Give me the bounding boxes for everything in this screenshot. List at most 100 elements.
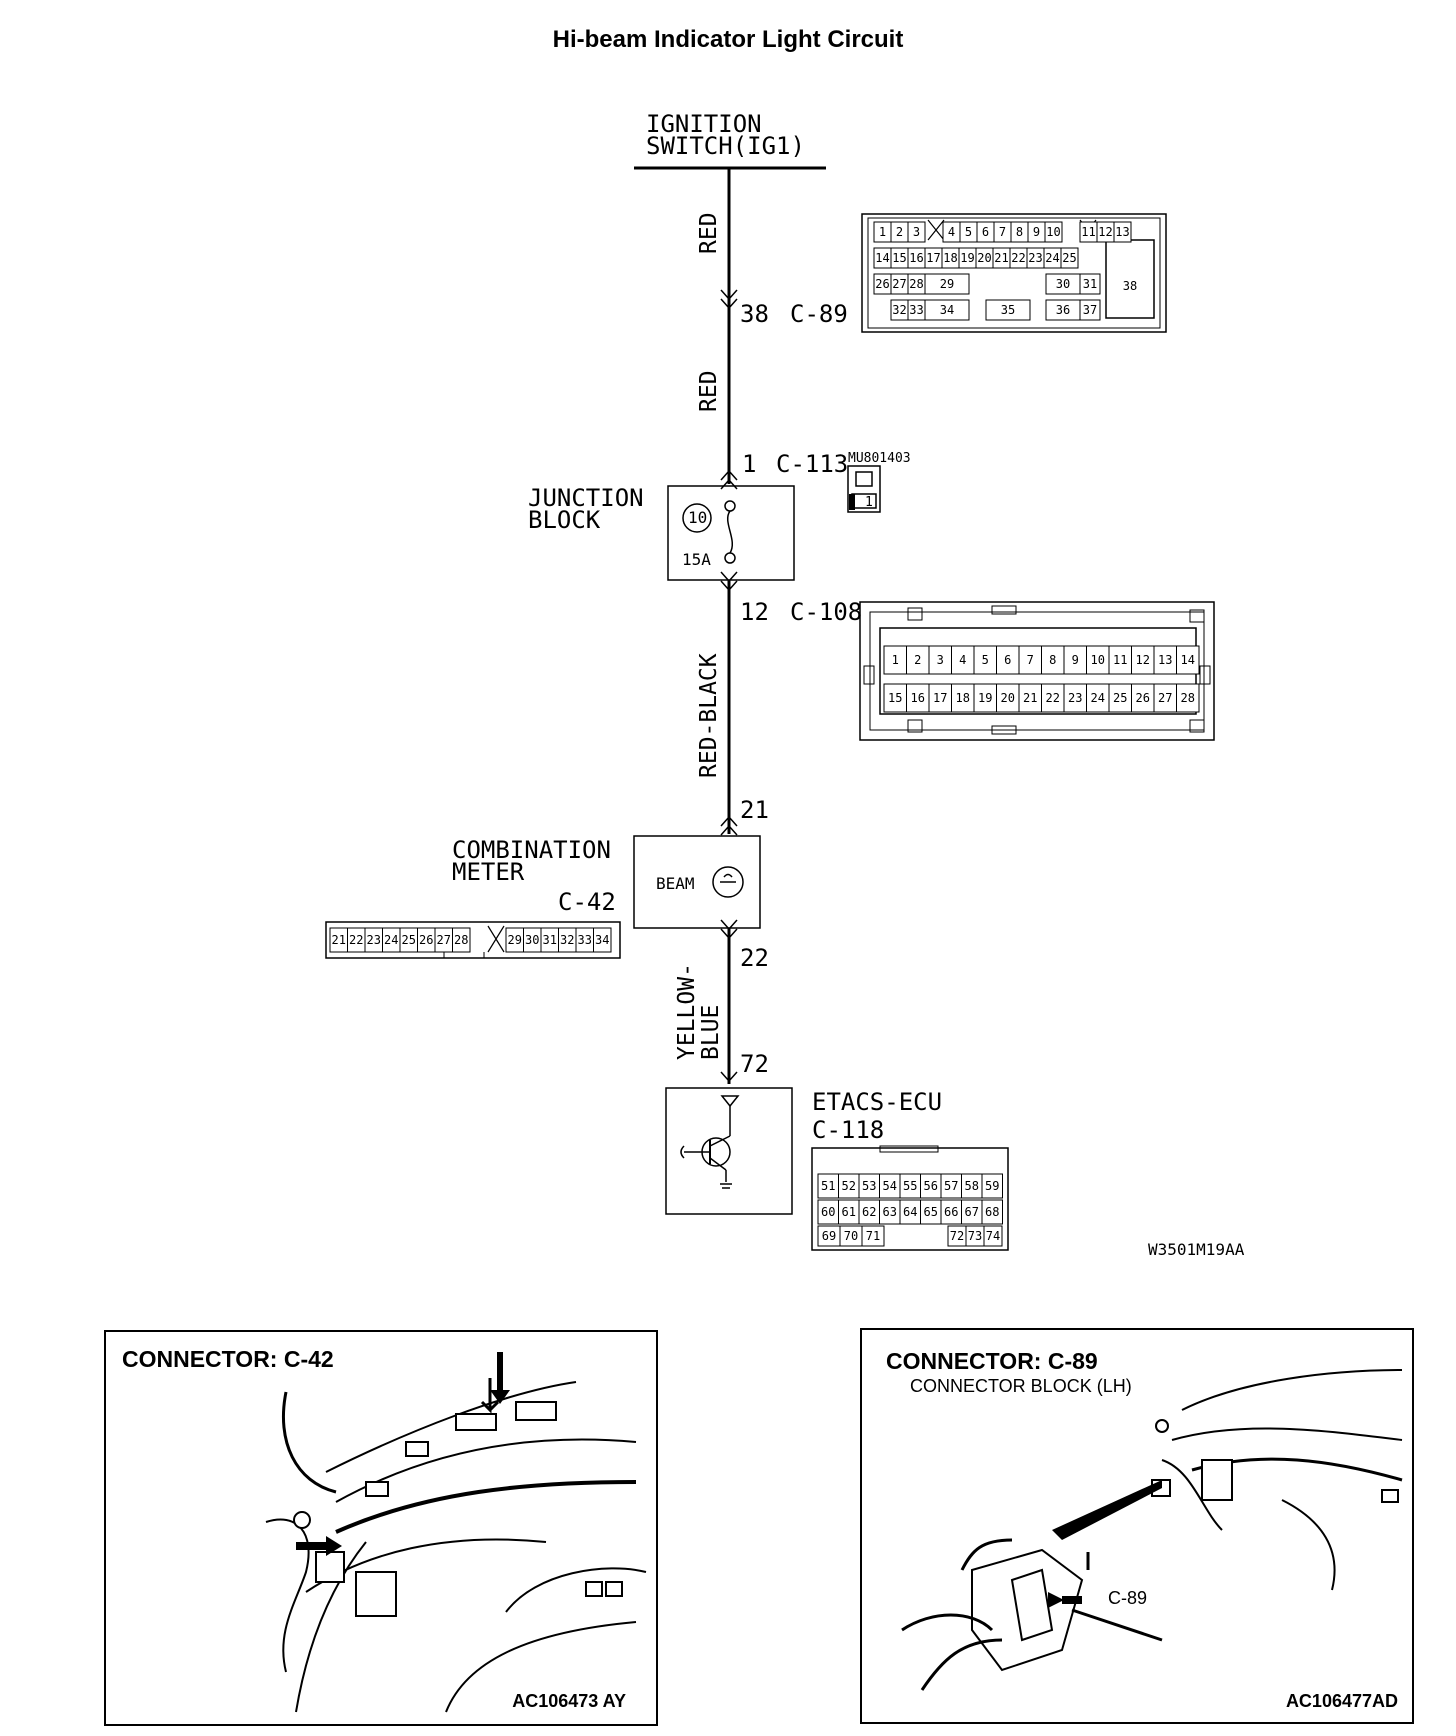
- c89-cell: [907, 221, 926, 243]
- junction-label-line1: JUNCTION: [528, 484, 644, 512]
- c118-pin-label: 61: [842, 1205, 856, 1219]
- junction-label-line2: BLOCK: [528, 506, 601, 534]
- c89-pin-label: 3: [913, 225, 920, 239]
- c113-pin-label: 1: [742, 450, 757, 478]
- c42-pin-label: 31: [543, 933, 557, 947]
- c89-cell: [1079, 299, 1101, 321]
- c108-pin-label: 12: [740, 598, 769, 626]
- c42-pin-label: 22: [349, 933, 363, 947]
- c89-pin-label: 4: [948, 225, 955, 239]
- c118-pin-label: 52: [842, 1179, 856, 1193]
- c118-pin-label: 58: [965, 1179, 979, 1193]
- c113-part-number: MU801403: [848, 451, 911, 466]
- beam-lamp-label: BEAM: [656, 874, 695, 893]
- c108-cell: [1176, 645, 1200, 675]
- figure-code: W3501M19AA: [1148, 1240, 1245, 1259]
- c89-pin-label: 15: [892, 251, 906, 265]
- c108-pin-label: 11: [1113, 653, 1127, 667]
- fuse-number: 10: [688, 508, 708, 527]
- c118-pin-label: 63: [883, 1205, 897, 1219]
- c89-pin-label: 14: [875, 251, 889, 265]
- c118-pin-label: 72: [950, 1229, 964, 1243]
- c118-pin-label: 64: [903, 1205, 917, 1219]
- c89-location-illustration: [901, 1369, 1403, 1691]
- c89-pin-label: 7: [999, 225, 1006, 239]
- c118-pin-label: 65: [924, 1205, 938, 1219]
- c89-pin-label: 10: [1046, 225, 1060, 239]
- c89-pin-label: 19: [960, 251, 974, 265]
- c108-connector-label: C-108: [790, 598, 863, 626]
- c118-cell: [981, 1199, 1003, 1225]
- c89-pin-label: 17: [926, 251, 940, 265]
- c118-pin-label: 57: [944, 1179, 958, 1193]
- c89-pin-label: 25: [1062, 251, 1076, 265]
- c108-pin-label: 10: [1091, 653, 1105, 667]
- c89-pin-label: 23: [1028, 251, 1042, 265]
- ignition-label-line2: SWITCH(IG1): [646, 132, 805, 160]
- c89-pin-label: 29: [940, 277, 954, 291]
- c108-pin-label: 26: [1136, 691, 1150, 705]
- c89-cell: [985, 299, 1031, 321]
- c108-pin-label: 17: [933, 691, 947, 705]
- c89-pin-label: 8: [1016, 225, 1023, 239]
- c118-pin-label: 71: [866, 1229, 880, 1243]
- c89-pin-38-label: 38: [1123, 279, 1137, 293]
- c89-pin-label: 6: [982, 225, 989, 239]
- c89-pin-label: 33: [909, 303, 923, 317]
- diagram-title: Hi-beam Indicator Light Circuit: [552, 26, 904, 53]
- c108-pin-label: 25: [1113, 691, 1127, 705]
- c89-pin-label: 32: [892, 303, 906, 317]
- c108-pin-label: 14: [1181, 653, 1195, 667]
- c118-pin-label: 62: [862, 1205, 876, 1219]
- c118-pin-label: 56: [924, 1179, 938, 1193]
- c118-pin-label: 60: [821, 1205, 835, 1219]
- c118-pin-label: 69: [822, 1229, 836, 1243]
- c89-cell: [1113, 221, 1132, 243]
- c89-pin-label: 13: [1115, 225, 1129, 239]
- c108-pin-label: 4: [959, 653, 966, 667]
- panel-right-subtitle: CONNECTOR BLOCK (LH): [910, 1376, 1132, 1396]
- c108-pin-label: 1: [892, 653, 899, 667]
- c118-pin-label: 67: [965, 1205, 979, 1219]
- c108-pin-label: 24: [1091, 691, 1105, 705]
- c108-pin-label: 28: [1181, 691, 1195, 705]
- c108-pin-label: 6: [1004, 653, 1011, 667]
- c108-pin-label: 16: [911, 691, 925, 705]
- c89-pin-label: 9: [1033, 225, 1040, 239]
- c42-pin-label: 25: [402, 933, 416, 947]
- c42-pin-label: 30: [525, 933, 539, 947]
- c89-pin-label: 5: [965, 225, 972, 239]
- c108-pin-label: 3: [937, 653, 944, 667]
- c89-pin-label: 12: [1098, 225, 1112, 239]
- c42-pin-label: 26: [419, 933, 433, 947]
- c89-pin-label: 27: [892, 277, 906, 291]
- c108-pin-label: 15: [888, 691, 902, 705]
- c118-pin-label: 55: [903, 1179, 917, 1193]
- c118-pin-label: 68: [985, 1205, 999, 1219]
- panel-right-title: CONNECTOR: C-89: [886, 1348, 1098, 1374]
- c108-pin-label: 19: [978, 691, 992, 705]
- c108-pin-label: 7: [1027, 653, 1034, 667]
- connector-c42-panel: CONNECTOR: C-42 AC106473 AY: [104, 1330, 658, 1726]
- c108-cell: [1176, 683, 1200, 713]
- c108-pin-label: 5: [982, 653, 989, 667]
- c118-pin-label: 73: [968, 1229, 982, 1243]
- c89-pin-label: 31: [1083, 277, 1097, 291]
- c89-pin-label: 36: [1056, 303, 1070, 317]
- c89-cell: [1079, 273, 1101, 295]
- c108-pin-label: 22: [1046, 691, 1060, 705]
- c42-pin-label: 21: [332, 933, 346, 947]
- fuse-rating: 15A: [682, 550, 711, 569]
- c118-pin-label: 51: [821, 1179, 835, 1193]
- c118-cell: [983, 1225, 1003, 1247]
- c89-pin-label: 21: [994, 251, 1008, 265]
- c89-pin-label: 24: [1045, 251, 1059, 265]
- c118-pin-label: 74: [986, 1229, 1000, 1243]
- meter-pin-out: 22: [740, 944, 769, 972]
- panel-left-code: AC106473 AY: [512, 1691, 626, 1711]
- c89-pin-label: 1: [879, 225, 886, 239]
- c113-connector-label: C-113: [776, 450, 849, 478]
- c118-pin-label: 59: [985, 1179, 999, 1193]
